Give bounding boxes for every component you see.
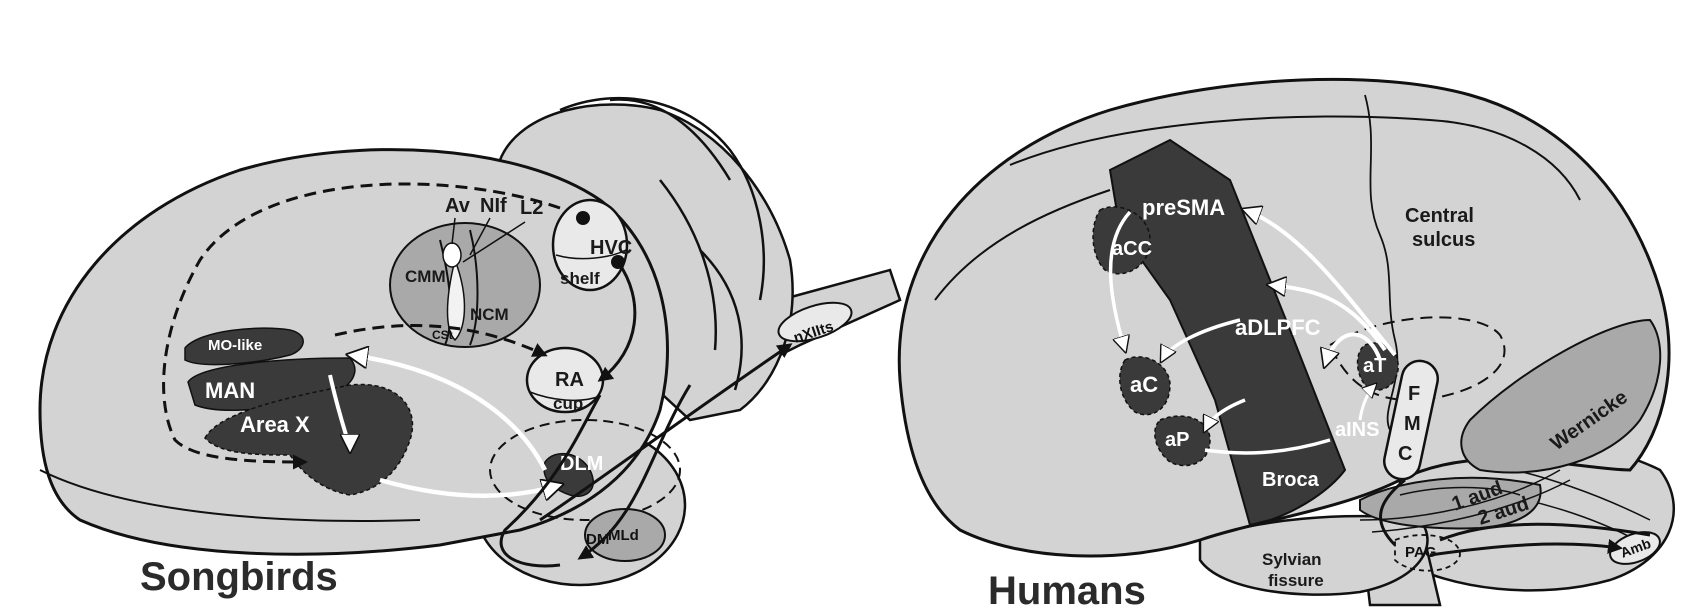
humans-title: Humans xyxy=(988,569,1146,610)
label-shelf: shelf xyxy=(560,269,600,288)
label-sylvian-1: Sylvian xyxy=(1262,550,1322,569)
label-sylvian-2: fissure xyxy=(1268,571,1324,590)
label-fmc-c: C xyxy=(1398,443,1412,465)
label-cmm: CMM xyxy=(405,267,446,286)
label-cup: cup xyxy=(553,394,583,413)
label-central-sulcus-2: sulcus xyxy=(1412,229,1475,251)
label-man: MAN xyxy=(205,378,255,403)
label-ra: RA xyxy=(555,369,584,391)
av-nucleus xyxy=(443,243,461,267)
label-csl: CSt xyxy=(432,328,453,342)
label-ains: aINS xyxy=(1335,419,1379,441)
label-central-sulcus-1: Central xyxy=(1405,205,1474,227)
label-mo-like: MO-like xyxy=(208,337,262,354)
label-acc: aCC xyxy=(1112,238,1152,260)
label-av: Av xyxy=(445,195,471,217)
label-ac: aC xyxy=(1130,372,1158,397)
label-fmc-f: F xyxy=(1408,383,1420,405)
songbird-brain: CMM NCM CSt Av NIf L2 HVC shelf RA cup D… xyxy=(40,98,900,599)
label-at: aT xyxy=(1363,355,1386,377)
label-pag: PAG xyxy=(1405,544,1436,561)
label-ap: aP xyxy=(1165,429,1189,451)
songbirds-title: Songbirds xyxy=(140,555,338,599)
label-presma: preSMA xyxy=(1142,195,1225,220)
label-fmc-m: M xyxy=(1404,413,1421,435)
label-adlpfc: aDLPFC xyxy=(1235,315,1321,340)
human-brain: Central sulcus preSMA aCC aDLPFC aC aP B… xyxy=(899,79,1674,610)
label-broca: Broca xyxy=(1262,469,1320,491)
label-ncm: NCM xyxy=(470,305,509,324)
label-nif: NIf xyxy=(480,195,507,217)
label-area-x: Area X xyxy=(240,412,310,437)
label-hvc: HVC xyxy=(590,237,632,259)
